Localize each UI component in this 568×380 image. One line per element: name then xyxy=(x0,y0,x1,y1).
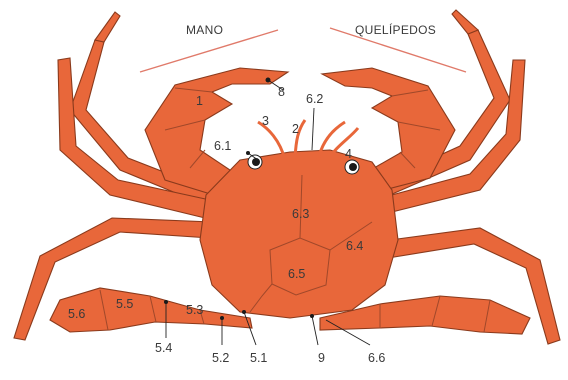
marker-5-4 xyxy=(164,300,168,304)
mano-header: MANO xyxy=(186,23,223,37)
label-4: 4 xyxy=(345,147,352,161)
marker-9 xyxy=(310,314,314,318)
label-5-2: 5.2 xyxy=(212,351,229,365)
marker-8 xyxy=(266,78,271,83)
label-5-5: 5.5 xyxy=(116,297,133,311)
right-eye xyxy=(345,160,359,174)
label-5-1: 5.1 xyxy=(250,351,267,365)
label-6-1: 6.1 xyxy=(214,139,231,153)
label-1: 1 xyxy=(196,94,203,108)
label-3: 3 xyxy=(262,114,269,128)
label-2: 2 xyxy=(292,122,299,136)
label-9: 9 xyxy=(318,351,325,365)
leader-6-2 xyxy=(312,108,314,150)
label-6-2: 6.2 xyxy=(306,92,323,106)
label-6-4: 6.4 xyxy=(346,239,363,253)
label-5-6: 5.6 xyxy=(68,307,85,321)
label-5-4: 5.4 xyxy=(155,341,172,355)
quelipedos-header: QUELÍPEDOS xyxy=(355,22,436,37)
left-eye xyxy=(248,155,262,169)
label-6-6: 6.6 xyxy=(368,351,385,365)
leader-5-1 xyxy=(244,312,256,345)
marker-5-1 xyxy=(242,310,246,314)
marker-5-2 xyxy=(220,316,224,320)
leader-9 xyxy=(312,316,318,345)
label-6-3: 6.3 xyxy=(292,207,309,221)
label-8: 8 xyxy=(278,85,285,99)
label-6-5: 6.5 xyxy=(288,267,305,281)
label-5-3: 5.3 xyxy=(186,303,203,317)
marker-6-1 xyxy=(246,151,250,155)
carapace xyxy=(200,150,398,318)
